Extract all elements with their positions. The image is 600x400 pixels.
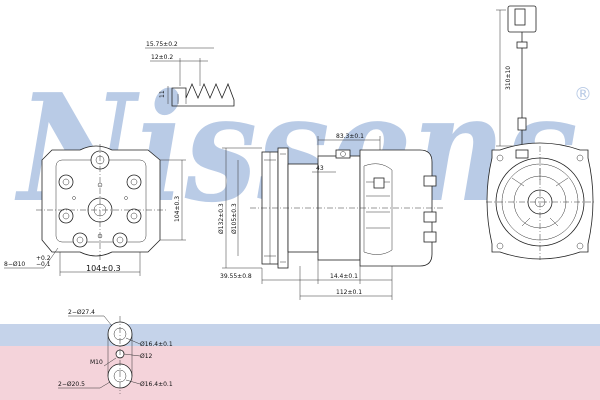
cable-length-label: 310±10 xyxy=(505,66,512,90)
fitting-top-dia-label: 2−Ø27.4 xyxy=(68,309,95,316)
body-length-label: 112±0.1 xyxy=(336,289,362,296)
thread-label: M10 xyxy=(90,359,103,366)
blue-band xyxy=(0,324,600,346)
fittings-view: 2−Ø27.4 Ø16.4±0.1 Ø12 M10 2−Ø20.5 Ø16.4±… xyxy=(58,309,173,394)
fitting-top-bore-label: Ø16.4±0.1 xyxy=(140,341,173,348)
mount-holes-label: 8−Ø10 xyxy=(4,261,25,268)
clutch-front-view xyxy=(486,142,596,260)
seal-width-inner-label: 12±0.2 xyxy=(151,54,173,61)
pink-band xyxy=(0,346,600,400)
mount-width-label: 104±0.3 xyxy=(86,264,121,273)
pulley-face-label: 39.55±0.8 xyxy=(220,273,252,280)
body-part-label: 14.4±0.1 xyxy=(330,273,358,280)
angle-label: 43 xyxy=(316,165,324,172)
seal-profile-view: 15.75±0.2 12±0.2 11 xyxy=(145,41,235,107)
mount-height-label: 104±0.3 xyxy=(174,196,181,222)
rear-head-view: 104±0.3 104±0.3 8−Ø10 +0.2 −0.1 xyxy=(4,144,186,276)
mount-tol-bottom-label: −0.1 xyxy=(36,261,51,268)
fitting-mid-bore-label: Ø12 xyxy=(140,353,153,360)
mount-tol-top-label: +0.2 xyxy=(36,255,51,262)
pulley-inner-dia-label: Ø105±0.3 xyxy=(231,203,238,234)
registered-mark: ® xyxy=(574,84,592,105)
compressor-side-view: Ø132±0.3 Ø105±0.3 83.3±0.1 43 39.55±0.8 … xyxy=(218,133,444,300)
fitting-bottom-bore-label: Ø16.4±0.1 xyxy=(140,381,173,388)
fitting-bottom-dia-label: 2−Ø20.5 xyxy=(58,381,85,388)
seal-height-label: 11 xyxy=(159,90,166,98)
pulley-dia-label: Ø132±0.3 xyxy=(218,203,225,234)
hub-offset-label: 83.3±0.1 xyxy=(336,133,364,140)
seal-width-outer-label: 15.75±0.2 xyxy=(146,41,178,48)
